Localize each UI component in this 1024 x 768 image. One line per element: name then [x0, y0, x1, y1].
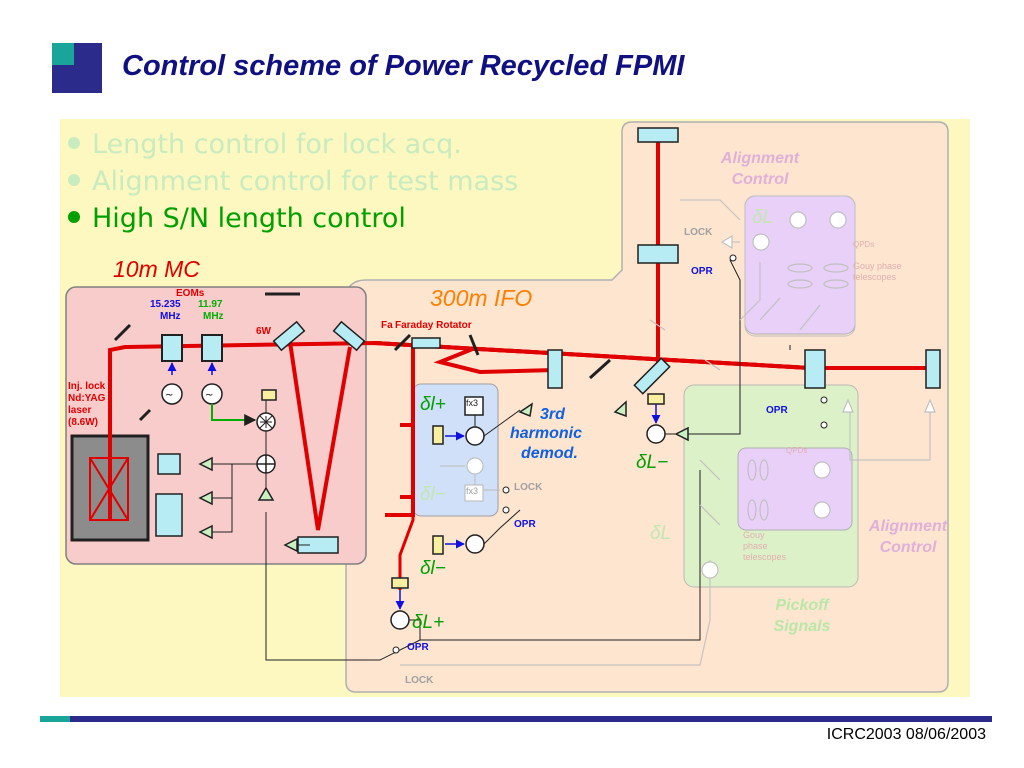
- eom2-unit: MHz: [203, 311, 224, 322]
- signal-dL-minus: δL−: [636, 452, 669, 473]
- fx3-label: fx3: [466, 398, 479, 408]
- ifo-title: 300m IFO: [430, 285, 533, 311]
- laser-label: Inj. lock Nd:YAG laser (8.6W): [68, 381, 106, 428]
- eom1-unit: MHz: [160, 311, 181, 322]
- lock-label-top: LOCK: [684, 227, 713, 238]
- faraday-prefix: Fa: [381, 320, 393, 331]
- demod-chain: [390, 393, 689, 630]
- signal-dL-faded: δL: [650, 523, 672, 544]
- bullet-item-alignment-control: Alignment control for test mass: [68, 163, 518, 200]
- signal-dL-plus: δL+: [412, 612, 445, 633]
- logo-accent-square: [52, 43, 74, 65]
- harmonic-label: harmonic: [510, 425, 583, 442]
- faraday-label: Faraday Rotator: [395, 320, 472, 331]
- mc-mirrors: [272, 320, 366, 554]
- slide-title: Control scheme of Power Recycled FPMI: [122, 50, 685, 82]
- opr-label-right: OPR: [766, 405, 788, 416]
- opr-label-bottom: OPR: [407, 642, 429, 653]
- bullet-list: Length control for lock acq. Alignment c…: [68, 126, 518, 237]
- eom-modulators: [161, 334, 223, 362]
- footer-divider: [40, 716, 992, 722]
- ifo-mirrors: [411, 127, 941, 395]
- svg-text:~: ~: [205, 390, 213, 401]
- alignment-control-label-top: Alignment Control: [720, 150, 800, 188]
- footer-text: ICRC2003 08/06/2003: [826, 726, 986, 743]
- opr-label-demod: OPR: [514, 519, 536, 530]
- bullet-item-length-control: Length control for lock acq.: [68, 126, 518, 163]
- mc-title: 10m MC: [113, 256, 200, 282]
- mc-servo-chain: [155, 389, 298, 553]
- signal-dl-minus-faded: δl−: [420, 484, 446, 505]
- rf-oscillators: [161, 383, 223, 405]
- bullet-item-high-sn: High S/N length control: [68, 200, 518, 237]
- gouy-label-bottom: Gouy phase telescopes: [743, 530, 787, 562]
- power-label: 6W: [256, 326, 271, 337]
- qpds-label-bottom: QPDs: [786, 446, 808, 455]
- lock-label-demod: LOCK: [514, 482, 543, 493]
- signal-dL-top-faded: δL: [752, 207, 774, 228]
- eom2-freq: 11.97: [198, 299, 223, 310]
- gouy-label-top: Gouy phase telescopes: [853, 261, 902, 282]
- lock-label-bottom: LOCK: [405, 675, 434, 686]
- alignment-control-label-bottom: Alignment Control: [868, 518, 948, 556]
- demod-label: demod.: [521, 445, 578, 462]
- third-harmonic-label: 3rd: [540, 406, 565, 423]
- eom1-freq: 15.235: [150, 299, 181, 310]
- svg-text:~: ~: [165, 390, 173, 401]
- opr-label-top: OPR: [691, 266, 713, 277]
- signal-dl-plus: δl+: [420, 394, 446, 415]
- vertical-alignment-column: [744, 195, 856, 337]
- pickoff-signals-label: Pickoff Signals: [773, 597, 831, 635]
- footer-accent: [40, 716, 70, 722]
- qpds-label-top: QPDs: [853, 240, 875, 249]
- eoms-label: EOMs: [176, 288, 205, 299]
- signal-dl-minus: δl−: [420, 558, 446, 579]
- fx3-label-faded: fx3: [466, 486, 479, 496]
